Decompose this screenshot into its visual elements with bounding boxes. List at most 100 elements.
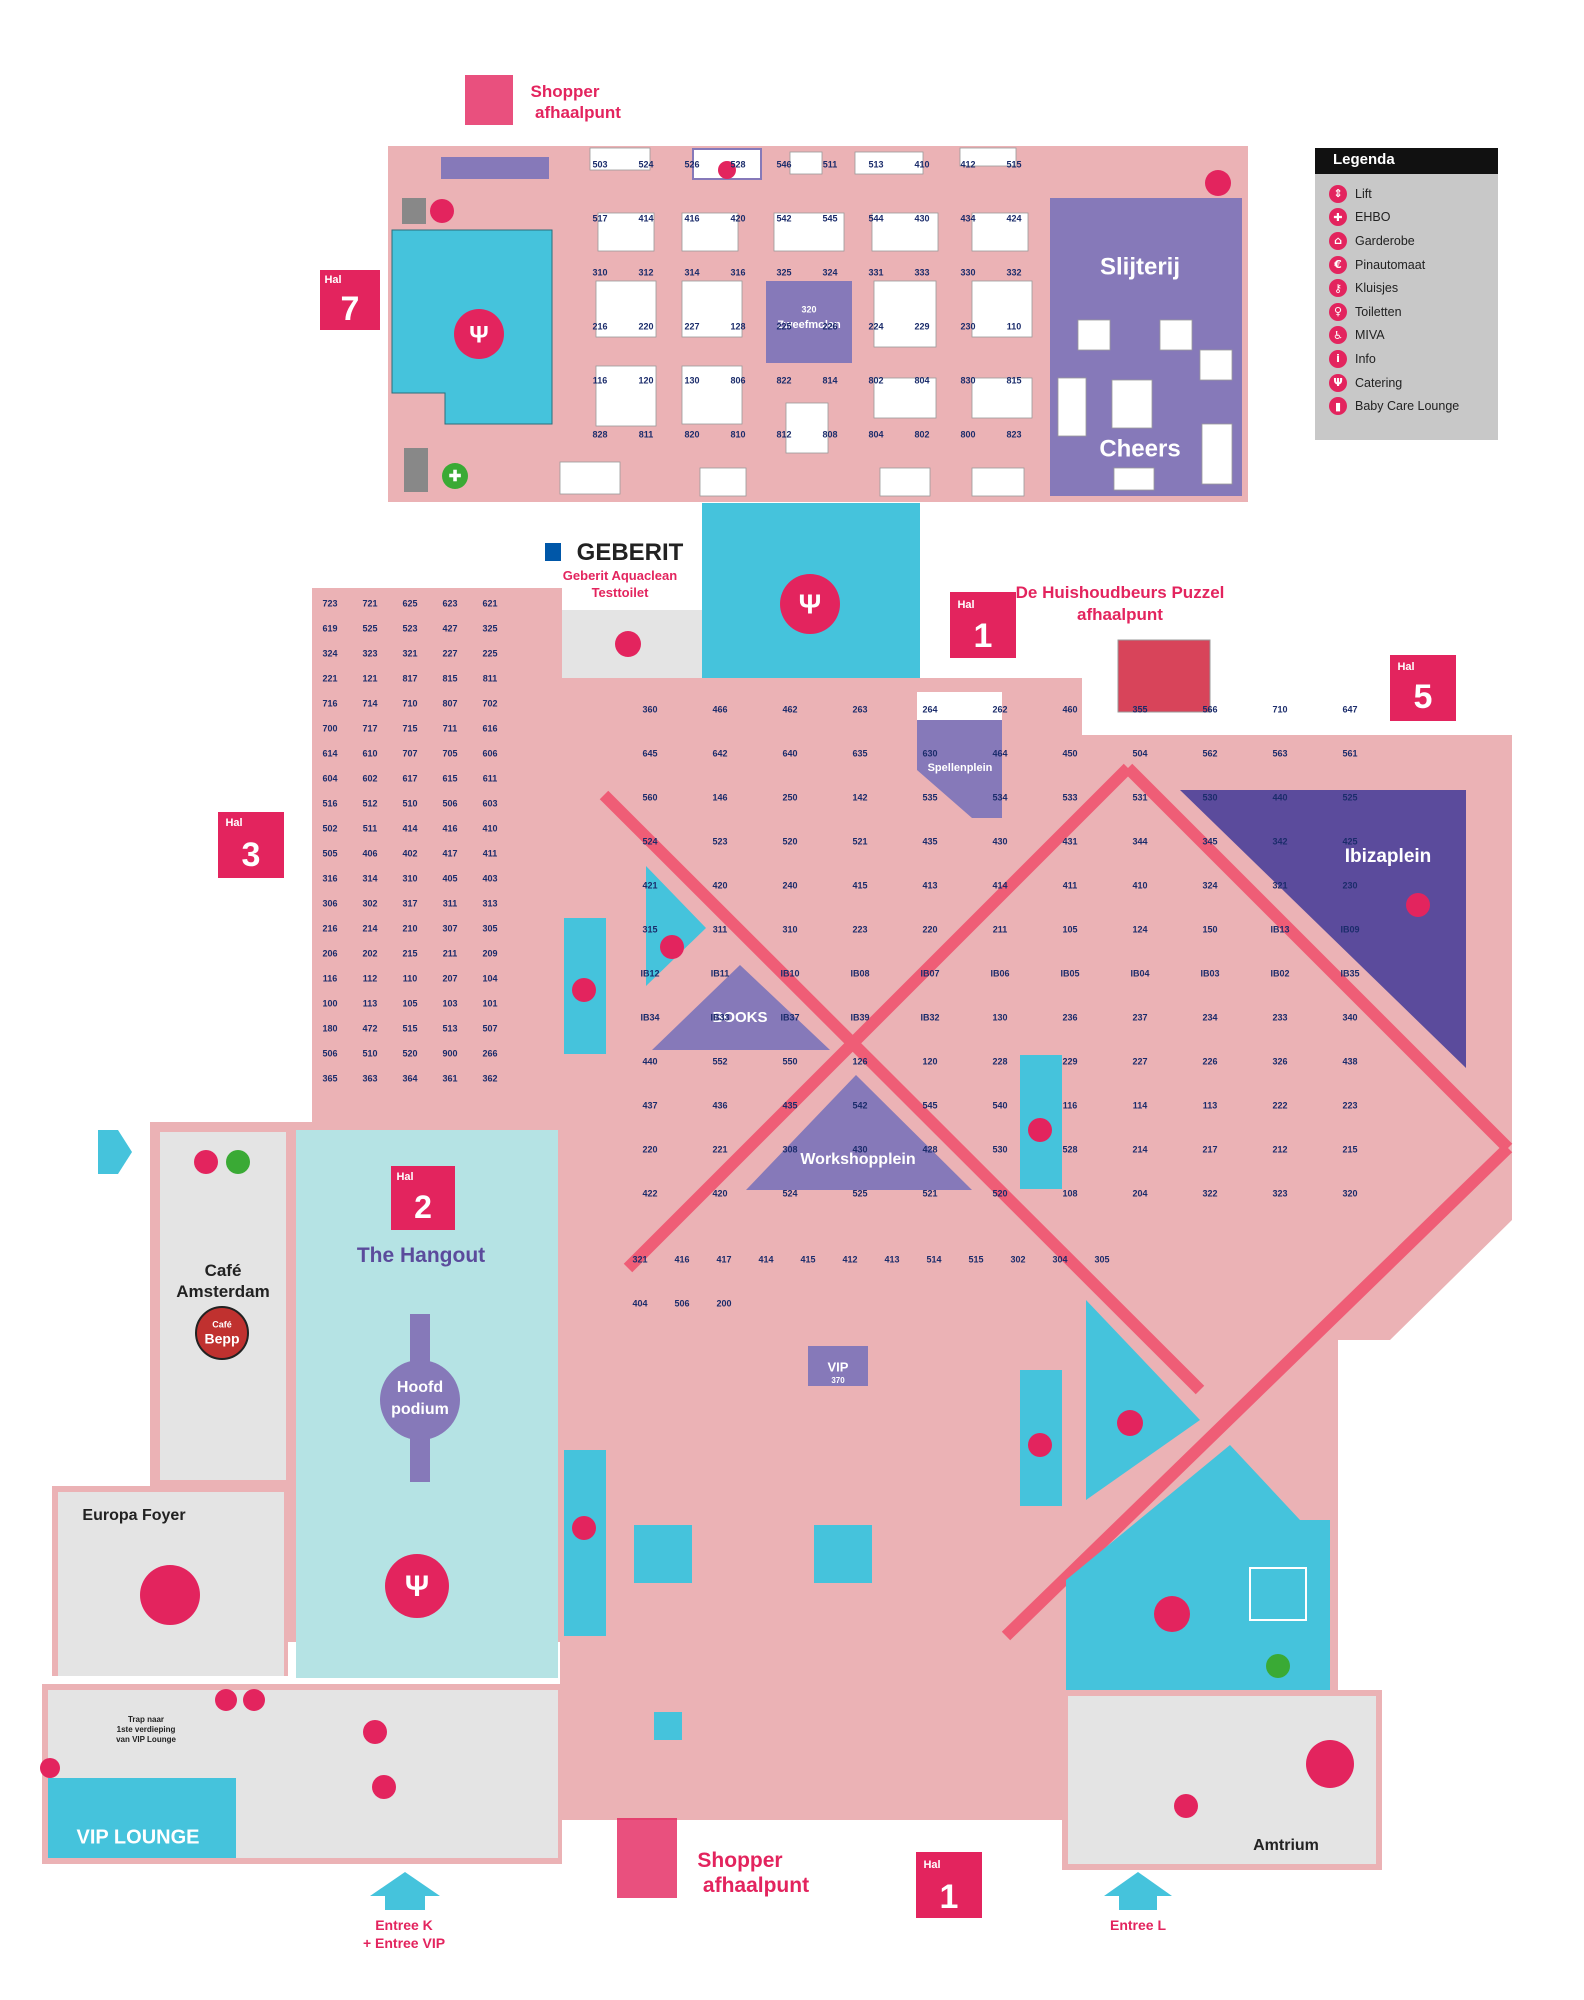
shopper-drop-bar bbox=[441, 157, 549, 179]
booth-number: 263 bbox=[852, 704, 867, 714]
booth-number: 410 bbox=[482, 823, 497, 833]
info-icon: i bbox=[1329, 349, 1347, 368]
booth-number: 437 bbox=[642, 1100, 657, 1110]
legend-item: ⌂Garderobe bbox=[1315, 229, 1498, 253]
booth-number: 647 bbox=[1342, 704, 1357, 714]
first-aid-icon bbox=[442, 463, 468, 489]
booth-number: 210 bbox=[402, 923, 417, 933]
wheelchair-icon: ♿ bbox=[1329, 326, 1347, 345]
booth-number: 503 bbox=[592, 159, 607, 169]
booth-number: 711 bbox=[443, 723, 458, 733]
booth-number: 515 bbox=[968, 1254, 983, 1264]
booth-number: 212 bbox=[1272, 1144, 1287, 1154]
svg-text:Shopper: Shopper bbox=[531, 82, 600, 101]
booth-number: 333 bbox=[914, 267, 929, 277]
booth-number: 225 bbox=[482, 648, 497, 658]
booth-number: 428 bbox=[922, 1144, 937, 1154]
booth-number: 464 bbox=[992, 748, 1007, 758]
booth-number: 402 bbox=[402, 848, 417, 858]
booth-number: 104 bbox=[482, 973, 497, 983]
booth-number: 544 bbox=[868, 213, 883, 223]
booth-number: 216 bbox=[322, 923, 337, 933]
svg-text:De Huishoudbeurs Puzzel: De Huishoudbeurs Puzzel bbox=[1016, 583, 1225, 602]
booth-number: 420 bbox=[730, 213, 745, 223]
booth-number: 226 bbox=[822, 321, 837, 331]
cutlery-icon bbox=[385, 1554, 449, 1618]
booth-number: IB11 bbox=[711, 968, 730, 978]
booth-number: 217 bbox=[1202, 1144, 1217, 1154]
booth-number: 105 bbox=[402, 998, 417, 1008]
geberit-logo: GEBERIT bbox=[577, 539, 684, 566]
toilet-icon: ♀ bbox=[1329, 302, 1347, 321]
booth-number: 323 bbox=[1272, 1188, 1287, 1198]
entry-arrow-left bbox=[98, 1130, 132, 1174]
booth-number: 406 bbox=[362, 848, 377, 858]
booth-number: 802 bbox=[914, 429, 929, 439]
booth-number: 606 bbox=[482, 748, 497, 758]
geberit-logo-square bbox=[545, 543, 561, 561]
booth-number: 306 bbox=[322, 898, 337, 908]
svg-text:Entree K: Entree K bbox=[375, 1917, 433, 1933]
legend-item: ⇕Lift bbox=[1315, 182, 1498, 206]
svg-text:7: 7 bbox=[341, 290, 360, 328]
booth-number: 146 bbox=[712, 792, 727, 802]
booth-number: 434 bbox=[960, 213, 975, 223]
booth-number: 830 bbox=[960, 375, 975, 385]
svg-text:Ψ: Ψ bbox=[799, 588, 822, 619]
booth-number: IB37 bbox=[780, 1012, 799, 1022]
booth-number: 521 bbox=[922, 1188, 937, 1198]
cutlery-icon bbox=[1406, 893, 1430, 917]
booth-number: 216 bbox=[592, 321, 607, 331]
svg-text:370: 370 bbox=[831, 1376, 845, 1385]
booth-number: IB12 bbox=[640, 968, 659, 978]
hal2-badge bbox=[391, 1166, 455, 1230]
cafe-bepp-logo bbox=[195, 1306, 249, 1360]
vip-booth bbox=[808, 1346, 868, 1386]
booth-number: 422 bbox=[642, 1188, 657, 1198]
booth-number: 221 bbox=[712, 1144, 727, 1154]
booth-number: 317 bbox=[402, 898, 417, 908]
booth-number: 552 bbox=[712, 1056, 727, 1066]
booth-number: 233 bbox=[1272, 1012, 1287, 1022]
legend-item-label: Info bbox=[1355, 351, 1376, 366]
booth-number: 202 bbox=[362, 948, 377, 958]
booth-number: 460 bbox=[1062, 704, 1077, 714]
booth-number: 515 bbox=[1006, 159, 1021, 169]
booth-number: IB09 bbox=[1340, 924, 1359, 934]
booth-number: 420 bbox=[712, 1188, 727, 1198]
booth-number: 472 bbox=[362, 1023, 377, 1033]
booth-number: 702 bbox=[482, 698, 497, 708]
cutlery-icon: Ψ bbox=[1329, 373, 1347, 392]
booth-number: 225 bbox=[776, 321, 791, 331]
svg-text:Spellenplein: Spellenplein bbox=[928, 762, 993, 774]
toilet-icon bbox=[430, 199, 454, 223]
svg-text:VIP: VIP bbox=[828, 1359, 849, 1374]
svg-text:+ Entree VIP: + Entree VIP bbox=[363, 1935, 445, 1951]
toilet-icon bbox=[372, 1775, 396, 1799]
svg-text:Hal: Hal bbox=[225, 817, 242, 829]
svg-text:Entree L: Entree L bbox=[1110, 1917, 1166, 1933]
svg-text:Hal: Hal bbox=[957, 599, 974, 611]
booth-number: 610 bbox=[362, 748, 377, 758]
booth-number: 116 bbox=[323, 973, 338, 983]
svg-text:Testtoilet: Testtoilet bbox=[592, 585, 649, 600]
lift-icon: ⇕ bbox=[1329, 184, 1347, 203]
booth-number: 436 bbox=[712, 1100, 727, 1110]
booth-number: 404 bbox=[632, 1298, 647, 1308]
booth-number: 820 bbox=[684, 429, 699, 439]
svg-text:Café: Café bbox=[205, 1261, 242, 1280]
booth-number: 540 bbox=[992, 1100, 1007, 1110]
booth-number: 237 bbox=[1132, 1012, 1147, 1022]
booth-number: 361 bbox=[442, 1073, 457, 1083]
booth-number: 310 bbox=[402, 873, 417, 883]
wheelchair-icon bbox=[404, 448, 428, 492]
booth-number: IB32 bbox=[920, 1012, 939, 1022]
booth-number: 230 bbox=[960, 321, 975, 331]
booth-number: 417 bbox=[716, 1254, 731, 1264]
booth-number: 108 bbox=[1062, 1188, 1077, 1198]
booth-number: 302 bbox=[1010, 1254, 1025, 1264]
svg-text:Café: Café bbox=[212, 1319, 232, 1329]
booth-number: 342 bbox=[1272, 836, 1287, 846]
booth-number: 116 bbox=[1063, 1100, 1078, 1110]
